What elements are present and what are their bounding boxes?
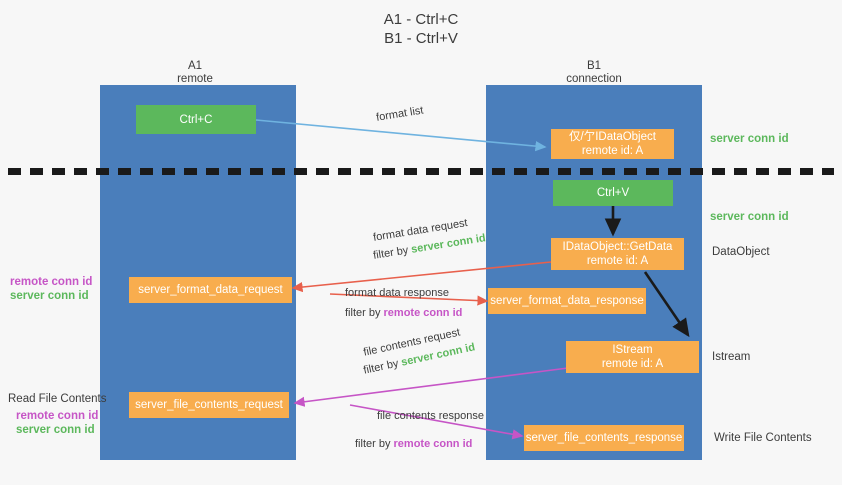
left-label-server-conn-id-2: server conn id: [16, 424, 95, 436]
side-label-server-conn-id-mid: server conn id: [710, 211, 789, 223]
box-idataobject-getdata-line2: remote id: A: [586, 255, 649, 267]
left-label-remote-conn-id-2: remote conn id: [16, 410, 99, 422]
box-ctrl-v[interactable]: Ctrl+V: [553, 180, 673, 206]
side-label-group-left-2: Read File Contents remote conn id server…: [8, 392, 106, 437]
column-header-a1-name: A1: [187, 60, 203, 72]
arrow-label-file-contents-response: file contents response filter by remote …: [355, 408, 484, 452]
column-header-a1: A1 remote: [115, 60, 275, 86]
side-label-server-conn-id-top: server conn id: [710, 133, 789, 145]
box-idataobject-getdata-line1: IDataObject::GetData: [562, 241, 673, 253]
box-istream[interactable]: IStream remote id: A: [566, 341, 699, 373]
box-server-file-contents-response[interactable]: server_file_contents_response: [524, 425, 684, 451]
left-label-read-file-contents: Read File Contents: [8, 393, 107, 405]
left-label-server-conn-id-1: server conn id: [10, 290, 89, 302]
box-idataobject-line2: remote id: A: [581, 145, 644, 157]
box-idataobject[interactable]: 仅/亇IDataObject remote id: A: [551, 129, 674, 159]
side-label-dataobject: DataObject: [712, 246, 770, 258]
side-label-group-left-1: remote conn id server conn id: [10, 275, 92, 303]
side-label-istream: Istream: [712, 351, 751, 363]
arrow-label-file-contents-response-text: file contents response: [377, 410, 485, 422]
remote-conn-id-text-4: remote conn id: [393, 438, 473, 450]
box-ctrl-c[interactable]: Ctrl+C: [136, 105, 256, 134]
page-title: A1 - Ctrl+C B1 - Ctrl+V: [383, 11, 459, 47]
box-istream-line1: IStream: [612, 344, 653, 356]
left-label-remote-conn-id-1: remote conn id: [10, 276, 93, 288]
column-header-a1-sub: remote: [177, 73, 213, 85]
box-server-format-data-response[interactable]: server_format_data_response: [488, 288, 646, 314]
arrow-label-format-data-response-text: format data response: [345, 287, 449, 299]
column-header-b1-sub: connection: [566, 73, 622, 85]
filter-by-text-4: filter by: [355, 438, 394, 450]
arrow-label-format-list: format list: [375, 105, 424, 126]
arrow-label-format-data-response: format data response filter by remote co…: [345, 285, 462, 321]
box-server-format-data-request[interactable]: server_format_data_request: [129, 277, 292, 303]
filter-by-text-1: filter by: [372, 243, 413, 262]
box-ctrl-v-label: Ctrl+V: [596, 187, 630, 199]
remote-conn-id-text-2: remote conn id: [383, 307, 463, 319]
box-istream-line2: remote id: A: [601, 358, 664, 370]
arrow-label-file-contents-response-filter: filter by remote conn id: [355, 436, 484, 452]
side-label-write-file-contents: Write File Contents: [714, 432, 812, 444]
box-server-file-contents-request[interactable]: server_file_contents_request: [129, 392, 289, 418]
arrow-label-file-contents-request: file contents request filter by server c…: [362, 326, 476, 379]
arrow-label-format-list-text: format list: [375, 104, 425, 124]
phase-separator: [8, 168, 834, 175]
filter-by-text-2: filter by: [345, 307, 384, 319]
box-idataobject-line1: 仅/亇IDataObject: [569, 131, 656, 143]
arrow-label-format-data-response-filter: filter by remote conn id: [345, 305, 462, 321]
column-header-b1: B1 connection: [514, 60, 674, 86]
box-server-file-contents-request-label: server_file_contents_request: [135, 399, 283, 411]
column-header-b1-name: B1: [586, 60, 602, 72]
box-server-format-data-response-label: server_format_data_response: [490, 295, 644, 307]
box-server-file-contents-response-label: server_file_contents_response: [525, 432, 683, 444]
box-idataobject-getdata[interactable]: IDataObject::GetData remote id: A: [551, 238, 684, 270]
box-ctrl-c-label: Ctrl+C: [179, 113, 213, 126]
box-server-format-data-request-label: server_format_data_request: [138, 284, 283, 296]
arrow-label-format-data-request: format data request filter by server con…: [372, 217, 486, 264]
